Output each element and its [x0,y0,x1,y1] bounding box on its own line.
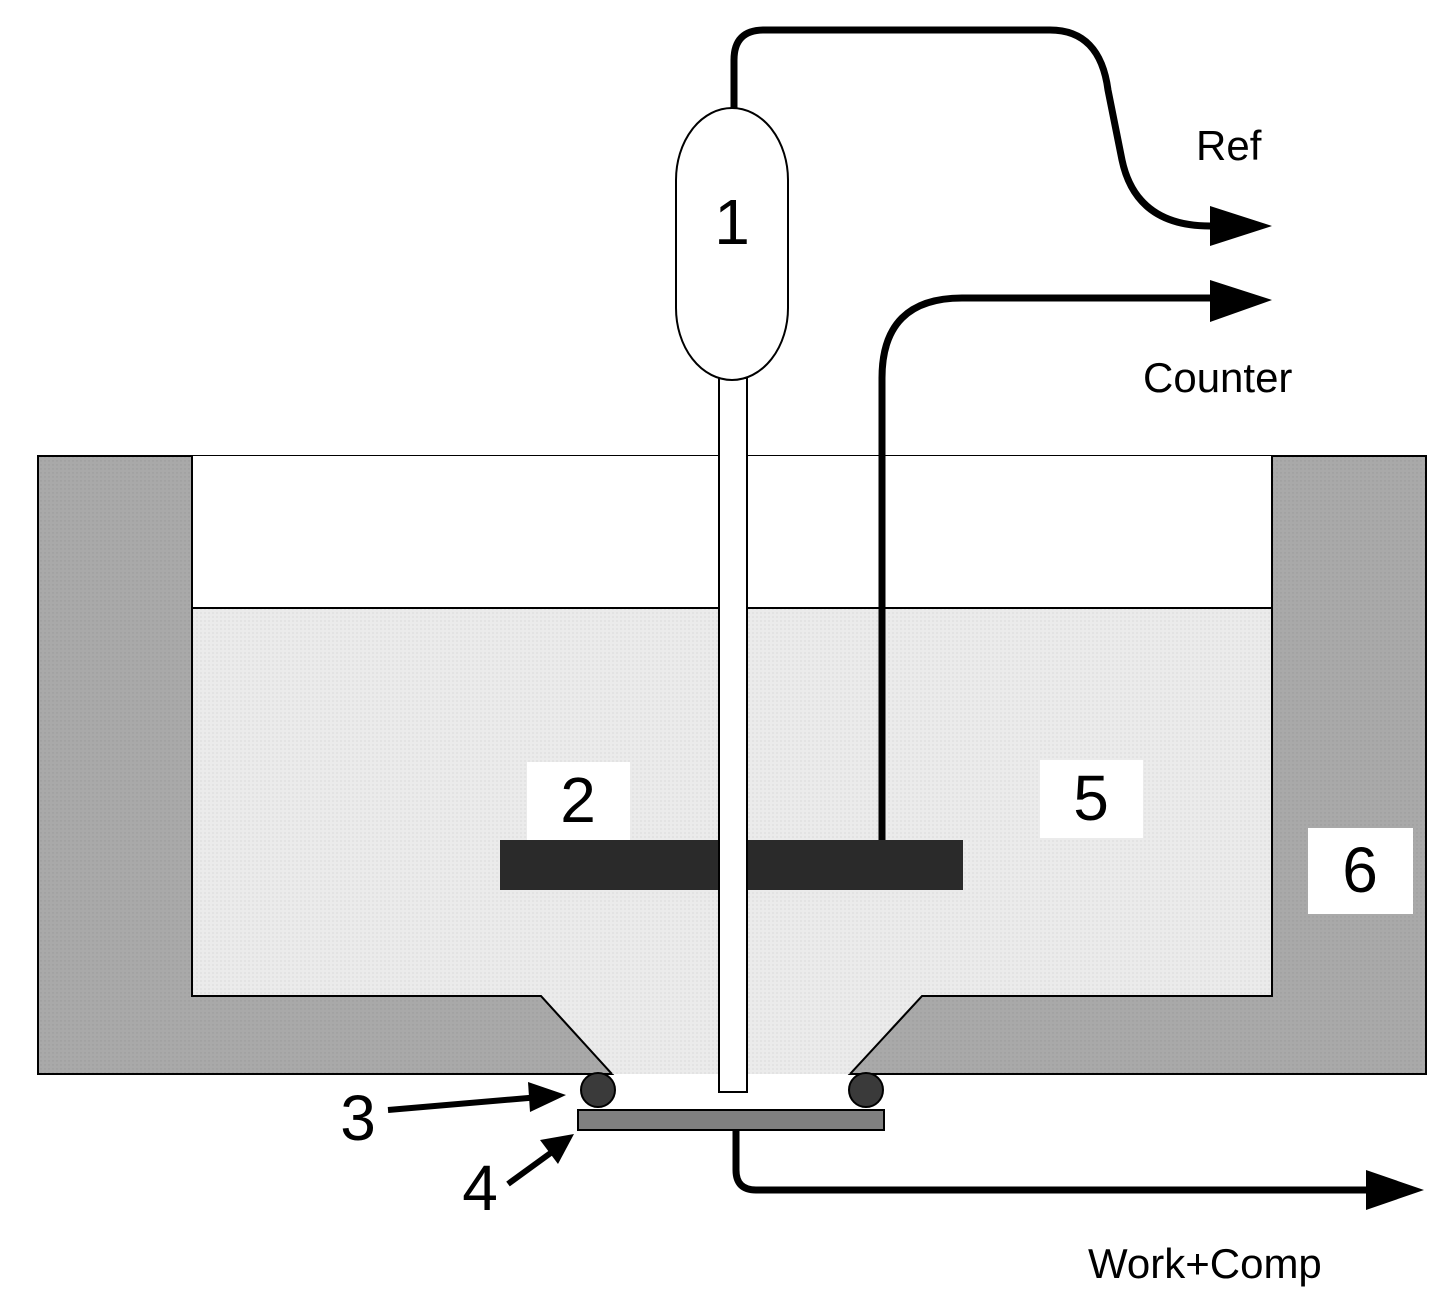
label-2: 2 [560,764,596,836]
ref-arrowhead [1210,206,1272,246]
label-bg-6 [1308,828,1413,914]
work-comp-label: Work+Comp [1088,1240,1322,1287]
sample-working-electrode [577,1109,885,1131]
ref-wire [730,26,1222,230]
ref-label: Ref [1196,122,1262,169]
o-ring-left [580,1072,616,1108]
label-6: 6 [1342,834,1378,906]
label-4: 4 [462,1152,498,1224]
o-ring-right [848,1072,884,1108]
label-bg-2 [527,762,630,840]
label-bg-5 [1040,760,1143,838]
pointer-arrow-3 [387,1094,541,1113]
label-1: 1 [714,186,750,258]
label-3: 3 [340,1082,376,1154]
counter-arrowhead [1210,280,1272,322]
cell-inner-wall-right [849,456,1273,1075]
counter-wire [878,294,1220,842]
pointer-arrow-4 [506,1149,554,1187]
pointer-arrowhead-4 [540,1134,574,1164]
work-comp-arrowhead [1366,1170,1424,1210]
pointer-arrowhead-3 [528,1082,566,1112]
cell-inner-wall [191,456,613,1075]
luggin-capillary [718,377,748,1093]
work-comp-wire [732,1130,1380,1194]
label-5: 5 [1073,762,1109,834]
counter-label: Counter [1143,354,1292,401]
